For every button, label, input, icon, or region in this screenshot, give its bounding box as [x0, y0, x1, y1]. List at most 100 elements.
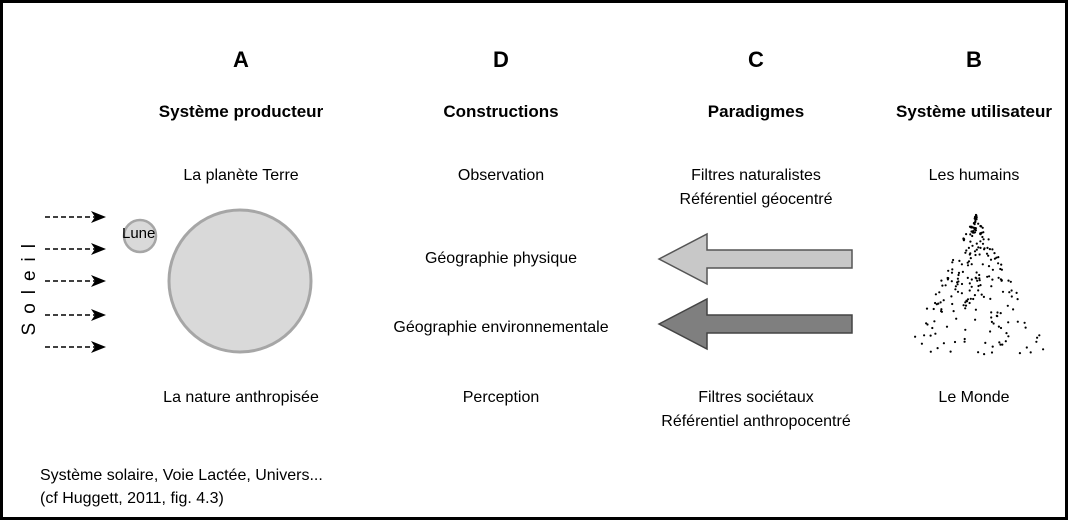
pyramid-dot — [964, 251, 967, 254]
pyramid-dot — [956, 277, 960, 280]
pyramid-dot — [1007, 321, 1010, 324]
column-c-title: Paradigmes — [707, 102, 805, 121]
pyramid-dot — [951, 268, 954, 271]
pyramid-dot — [941, 284, 944, 287]
pyramid-dot — [979, 232, 982, 235]
pyramid-dot — [978, 277, 981, 280]
pyramid-dot — [982, 231, 985, 234]
column-b-title: Système utilisateur — [896, 102, 1052, 121]
pyramid-dot — [1029, 351, 1032, 354]
pyramid-dot — [995, 256, 998, 259]
pyramid-dot — [989, 258, 993, 261]
pyramid-dot — [952, 258, 955, 262]
pyramid-dot — [1012, 308, 1015, 311]
arrow-geographie-environnementale — [657, 297, 853, 351]
pyramid-dot — [968, 282, 971, 285]
pyramid-dot — [997, 262, 1000, 265]
pyramid-dot — [1010, 289, 1013, 292]
column-c-letter: C — [748, 47, 764, 72]
column-a-top-text: La planète Terre — [183, 167, 299, 184]
pyramid-dot — [997, 256, 1000, 259]
pyramid-dot — [981, 263, 984, 266]
pyramid-dot — [949, 350, 952, 353]
pyramid-dot — [1006, 304, 1009, 307]
pyramid-dot — [978, 273, 981, 277]
pyramid-dot — [957, 271, 961, 274]
pyramid-dot — [966, 298, 970, 301]
pyramid-dot — [955, 317, 958, 320]
pyramid-dot — [1005, 332, 1008, 335]
pyramid-dot — [960, 263, 964, 266]
pyramid-dot — [990, 285, 993, 288]
pyramid-dot — [984, 341, 987, 344]
pyramid-dot — [1001, 290, 1005, 293]
pyramid-dot — [974, 227, 978, 230]
pyramid-dot — [979, 224, 982, 228]
pyramid-dot — [991, 268, 995, 271]
pyramid-dot — [982, 295, 986, 298]
pyramid-dot — [925, 307, 929, 310]
pyramid-dot — [953, 340, 957, 344]
pyramid-dot — [973, 294, 977, 297]
pyramid-dot — [962, 304, 965, 307]
pyramid-dot — [975, 248, 978, 251]
pyramid-dot — [937, 302, 940, 305]
pyramid-dot — [974, 318, 977, 321]
pyramid-dot — [968, 301, 971, 305]
pyramid-dot — [992, 322, 995, 325]
pyramid-dot — [929, 334, 932, 337]
pyramid-dot — [951, 302, 954, 306]
pyramid-dot — [977, 289, 980, 292]
pyramid-dot — [967, 246, 971, 249]
pyramid-dot — [999, 267, 1002, 271]
pyramid-dot — [969, 257, 972, 260]
pyramid-dot — [914, 335, 917, 338]
pyramid-dot — [996, 311, 999, 314]
pyramid-dot — [1007, 279, 1010, 282]
pyramid-dot — [970, 285, 973, 288]
pyramid-dot — [972, 230, 975, 233]
pyramid-dot — [1010, 295, 1013, 298]
pyramid-dot — [983, 353, 986, 356]
pyramid-dot — [1000, 279, 1003, 282]
pyramid-dot — [945, 325, 949, 328]
pyramid-dot — [1016, 298, 1019, 301]
column-b-letter: B — [966, 47, 982, 72]
pyramid-dot — [966, 276, 969, 279]
pyramid-dot — [993, 252, 996, 255]
column-c-bottom-line2: Référentiel anthropocentré — [661, 413, 851, 430]
pyramid-dot — [956, 290, 960, 293]
pyramid-dot — [947, 277, 950, 280]
pyramid-dot — [965, 299, 968, 302]
sun-ray-heads — [91, 211, 106, 353]
pyramid-dot — [940, 279, 943, 282]
pyramid-dot — [980, 293, 983, 296]
pyramid-dot — [970, 263, 973, 266]
pyramid-dot — [972, 297, 975, 301]
pyramid-dot — [926, 323, 929, 326]
pyramid-dot — [969, 233, 972, 236]
pyramid-dot — [931, 326, 934, 330]
pyramid-dot — [1016, 320, 1019, 323]
pyramid-dot — [954, 285, 958, 288]
pyramid-dot — [962, 237, 965, 240]
column-c-top-line1: Filtres naturalistes — [691, 167, 821, 184]
pyramid-dot — [976, 279, 979, 282]
pyramid-dot — [999, 343, 1002, 346]
pyramid-dot — [954, 288, 957, 291]
column-d-bottom-text: Perception — [462, 389, 540, 406]
pyramid-dot — [971, 234, 974, 238]
column-a-bottom-text: La nature anthropisée — [163, 389, 319, 406]
pyramid-dot — [975, 271, 978, 274]
pyramid-dot — [965, 233, 968, 236]
pyramid-dot — [963, 340, 966, 343]
footnote-line2: (cf Huggett, 2011, fig. 4.3) — [40, 490, 224, 507]
pyramid-dot — [1015, 291, 1018, 294]
pyramid-dot — [1038, 334, 1041, 337]
column-d-top-text: Observation — [457, 167, 545, 184]
pyramid-dot — [969, 297, 972, 300]
pyramid-dot — [1025, 346, 1028, 349]
pyramid-dot — [950, 280, 953, 283]
pyramid-dot — [1007, 335, 1010, 338]
pyramid-dot — [991, 248, 994, 251]
